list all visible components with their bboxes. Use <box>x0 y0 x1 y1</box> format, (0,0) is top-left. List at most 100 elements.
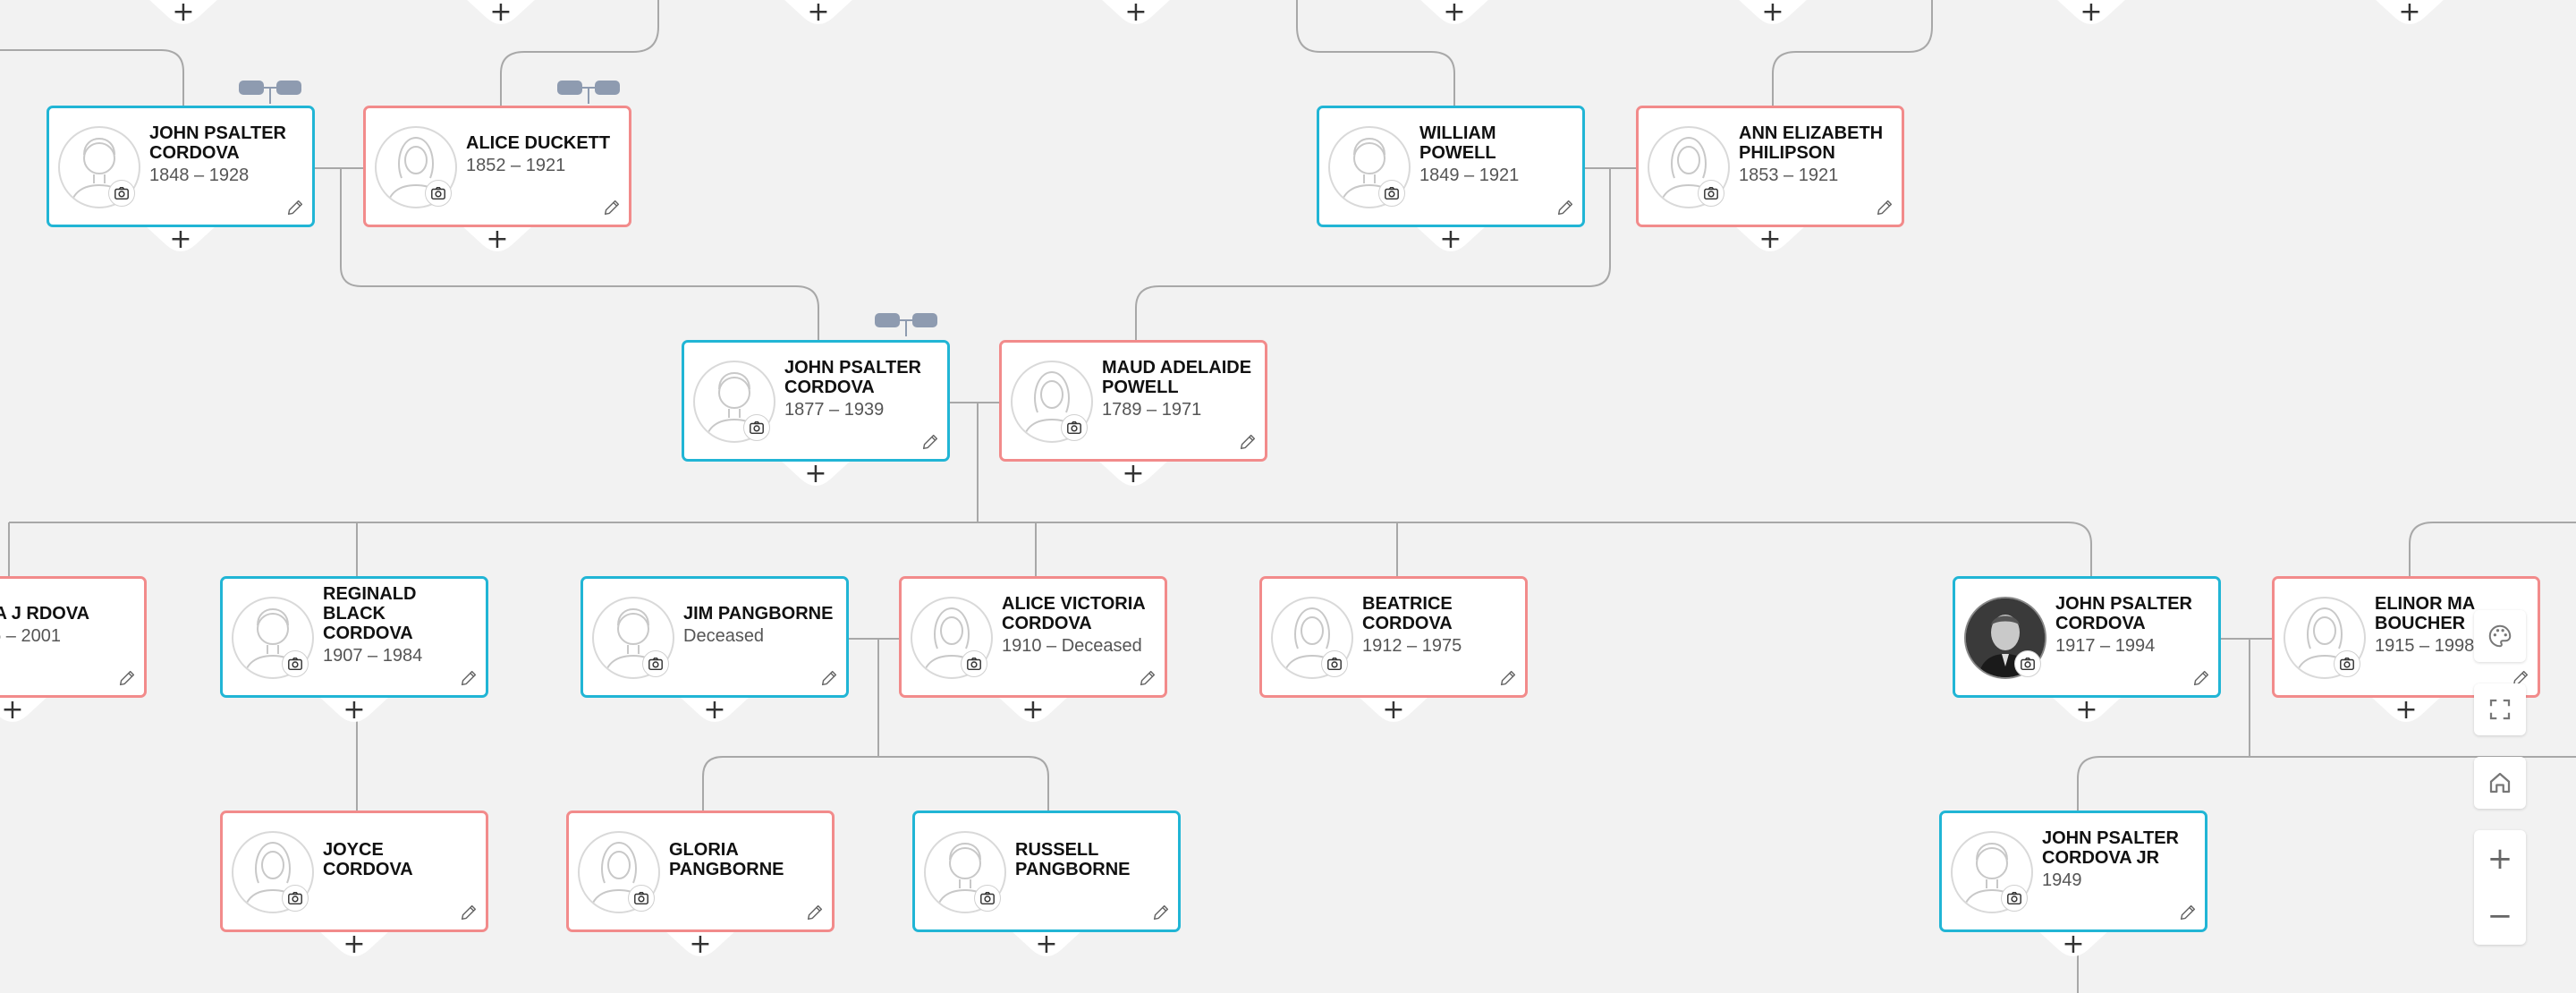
connector-line <box>2409 522 2576 576</box>
camera-icon[interactable] <box>743 414 770 441</box>
person-name: Reginald Black Cordova <box>323 584 417 643</box>
camera-icon[interactable] <box>108 180 135 207</box>
person-card-beatrice-cordova[interactable]: Beatrice Cordova1912 – 1975 <box>1259 576 1528 698</box>
pencil-icon[interactable] <box>459 668 479 688</box>
pencil-icon[interactable] <box>285 198 305 217</box>
camera-icon[interactable] <box>642 650 669 677</box>
pencil-icon[interactable] <box>805 903 825 922</box>
zoom-out-button[interactable]: − <box>2487 898 2513 934</box>
person-card-john-psalter-cordova-1877[interactable]: John Psalter Cordova1877 – 1939 <box>682 340 950 462</box>
add-relative-button[interactable]: + <box>462 225 533 256</box>
add-relative-button[interactable]: + <box>0 696 48 726</box>
person-card-russell-pangborne[interactable]: Russell Pangborne <box>912 811 1181 932</box>
add-relative-button[interactable]: + <box>465 0 537 29</box>
add-relative-button[interactable]: + <box>148 0 219 29</box>
camera-icon[interactable] <box>1061 414 1088 441</box>
person-info: Jim PangborneDeceased <box>683 579 834 672</box>
marriage-rings-icon[interactable] <box>238 77 302 104</box>
add-relative-button[interactable]: + <box>665 930 736 961</box>
fullscreen-button[interactable] <box>2474 683 2526 735</box>
connector-line <box>0 49 184 106</box>
camera-icon[interactable] <box>282 650 309 677</box>
person-info: Alice Duckett1852 – 1921 <box>466 108 616 201</box>
pencil-icon[interactable] <box>1875 198 1894 217</box>
marriage-rings-icon[interactable] <box>556 77 621 104</box>
person-info: Reginald Black Cordova1907 – 1984 <box>323 579 473 672</box>
person-card-gloria-pangborne[interactable]: Gloria Pangborne <box>566 811 835 932</box>
plus-icon: + <box>689 929 712 960</box>
person-dates: 1849 – 1921 <box>1419 166 1520 185</box>
person-card-joyce-cordova[interactable]: Joyce Cordova <box>220 811 488 932</box>
add-relative-button[interactable]: + <box>1011 930 1082 961</box>
camera-icon[interactable] <box>282 885 309 912</box>
pencil-icon[interactable] <box>1555 198 1575 217</box>
home-button[interactable] <box>2474 757 2526 809</box>
add-relative-button[interactable]: + <box>679 696 750 726</box>
person-name: William Powell <box>1419 123 1496 163</box>
add-relative-button[interactable]: + <box>318 930 390 961</box>
person-dates: 1848 – 1928 <box>149 166 250 185</box>
camera-icon[interactable] <box>1321 650 1348 677</box>
camera-icon[interactable] <box>2334 650 2360 677</box>
person-dates: 1789 – 1971 <box>1102 400 1202 420</box>
add-relative-button[interactable]: + <box>2055 0 2127 29</box>
camera-icon[interactable] <box>2014 650 2041 677</box>
camera-icon[interactable] <box>425 180 452 207</box>
marriage-rings-icon[interactable] <box>874 310 938 336</box>
add-relative-button[interactable]: + <box>997 696 1069 726</box>
pencil-icon[interactable] <box>602 198 622 217</box>
plus-icon: + <box>169 224 192 255</box>
add-relative-button[interactable]: + <box>1734 225 1806 256</box>
person-info: Russell Pangborne <box>1015 813 1165 906</box>
pencil-icon[interactable] <box>1151 903 1171 922</box>
camera-icon[interactable] <box>1698 180 1724 207</box>
add-relative-button[interactable]: + <box>145 225 216 256</box>
add-relative-button[interactable]: + <box>1100 0 1172 29</box>
camera-icon[interactable] <box>1378 180 1405 207</box>
plus-icon: + <box>489 0 513 28</box>
plus-icon: + <box>807 0 830 28</box>
person-card-john-psalter-cordova-jr[interactable]: John Psalter Cordova Jr1949 <box>1939 811 2207 932</box>
pencil-icon[interactable] <box>1238 432 1258 452</box>
pencil-icon[interactable] <box>2178 903 2198 922</box>
pencil-icon[interactable] <box>2191 668 2211 688</box>
pencil-icon[interactable] <box>1498 668 1518 688</box>
camera-icon[interactable] <box>628 885 655 912</box>
plus-icon: + <box>1122 458 1145 489</box>
pencil-icon[interactable] <box>459 903 479 922</box>
person-card-william-powell[interactable]: William Powell 1849 – 1921 <box>1317 106 1585 227</box>
person-card-john-psalter-cordova-1917[interactable]: John Psalter Cordova1917 – 1994 <box>1953 576 2221 698</box>
person-card-na-j-cordova[interactable]: na J rdova06 – 2001 <box>0 576 147 698</box>
add-relative-button[interactable]: + <box>780 460 852 490</box>
add-relative-button[interactable]: + <box>2051 696 2123 726</box>
add-relative-button[interactable]: + <box>318 696 390 726</box>
add-relative-button[interactable]: + <box>1419 0 1490 29</box>
camera-icon[interactable] <box>961 650 987 677</box>
add-relative-button[interactable]: + <box>783 0 854 29</box>
person-card-maud-adelaide-powell[interactable]: Maud Adelaide Powell1789 – 1971 <box>999 340 1267 462</box>
plus-icon: + <box>1439 224 1462 255</box>
person-card-ann-elizabeth-philipson[interactable]: Ann Elizabeth Philipson1853 – 1921 <box>1636 106 1904 227</box>
theme-button[interactable] <box>2474 610 2526 662</box>
add-relative-button[interactable]: + <box>1737 0 1809 29</box>
camera-icon[interactable] <box>974 885 1001 912</box>
pencil-icon[interactable] <box>1138 668 1157 688</box>
person-card-reginald-black-cordova[interactable]: Reginald Black Cordova1907 – 1984 <box>220 576 488 698</box>
add-relative-button[interactable]: + <box>1097 460 1169 490</box>
add-relative-button[interactable]: + <box>1415 225 1487 256</box>
person-name: John Psalter Cordova Jr <box>2042 828 2179 868</box>
add-relative-button[interactable]: + <box>2370 696 2442 726</box>
zoom-in-button[interactable]: + <box>2487 841 2513 877</box>
pencil-icon[interactable] <box>920 432 940 452</box>
person-card-jim-pangborne[interactable]: Jim PangborneDeceased <box>580 576 849 698</box>
pencil-icon[interactable] <box>819 668 839 688</box>
person-card-john-psalter-cordova-1848[interactable]: John Psalter Cordova1848 – 1928 <box>47 106 315 227</box>
camera-icon[interactable] <box>2001 885 2028 912</box>
pencil-icon[interactable] <box>117 668 137 688</box>
person-card-alice-duckett[interactable]: Alice Duckett1852 – 1921 <box>363 106 631 227</box>
add-relative-button[interactable]: + <box>2374 0 2445 29</box>
add-relative-button[interactable]: + <box>2038 930 2109 961</box>
person-card-alice-victoria-cordova[interactable]: Alice Victoria Cordova1910 – Deceased <box>899 576 1167 698</box>
add-relative-button[interactable]: + <box>1358 696 1429 726</box>
